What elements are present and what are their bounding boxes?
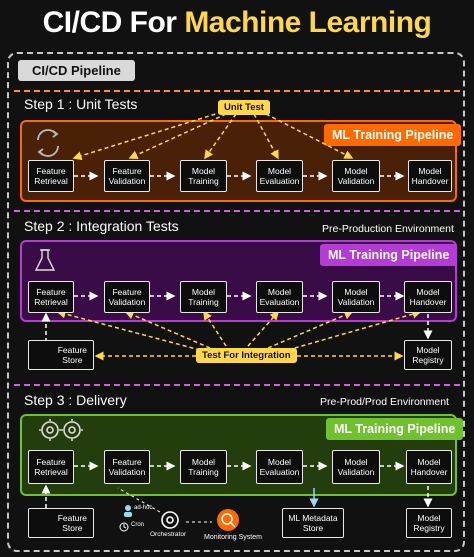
sync-icon — [37, 129, 59, 157]
unit-test-tag: Unit Test — [218, 100, 270, 115]
separator-step3 — [14, 384, 460, 386]
cron-label: Cron — [131, 522, 145, 528]
step3-title: Step 3 : Delivery — [24, 392, 127, 408]
title-part-2: Machine Learning — [184, 6, 432, 39]
integration-test-tag: Test For Integration — [196, 348, 297, 363]
orchestrator-icon — [161, 511, 179, 529]
stage-flow-arrows — [74, 171, 433, 508]
step1-panel — [20, 120, 457, 202]
step3-environment: Pre-Prod/Prod Environment — [320, 396, 449, 408]
gears-icon — [39, 419, 83, 441]
page-title: CI/CD For Machine Learning — [0, 6, 474, 40]
cicd-pipeline-frame — [7, 52, 465, 552]
orchestrator-arrows — [117, 487, 212, 523]
step2-title: Step 2 : Integration Tests — [24, 218, 179, 234]
ad-hoc-label: ad-hoc — [134, 505, 153, 511]
step1-banner: ML Training Pipeline — [324, 124, 462, 146]
step3-banner: ML Training Pipeline — [326, 418, 464, 440]
monitoring-system-label: Monitoring System — [204, 534, 262, 541]
step2-banner: ML Training Pipeline — [320, 244, 458, 266]
orchestrator-label: Orchestrator — [150, 531, 187, 538]
step2-environment: Pre-Production Environment — [322, 223, 454, 235]
cicd-pipeline-label: CI/CD Pipeline — [18, 60, 135, 81]
clock-icon — [119, 522, 129, 532]
user-icon — [124, 505, 132, 517]
monitoring-icon — [217, 509, 239, 531]
flask-icon — [34, 249, 56, 271]
separator-step2 — [14, 210, 460, 212]
title-part-1: CI/CD For — [42, 6, 185, 39]
integration-test-arrows — [56, 309, 422, 361]
step1-title: Step 1 : Unit Tests — [24, 96, 138, 112]
unit-test-arrows — [72, 111, 354, 161]
separator-top — [14, 90, 460, 92]
